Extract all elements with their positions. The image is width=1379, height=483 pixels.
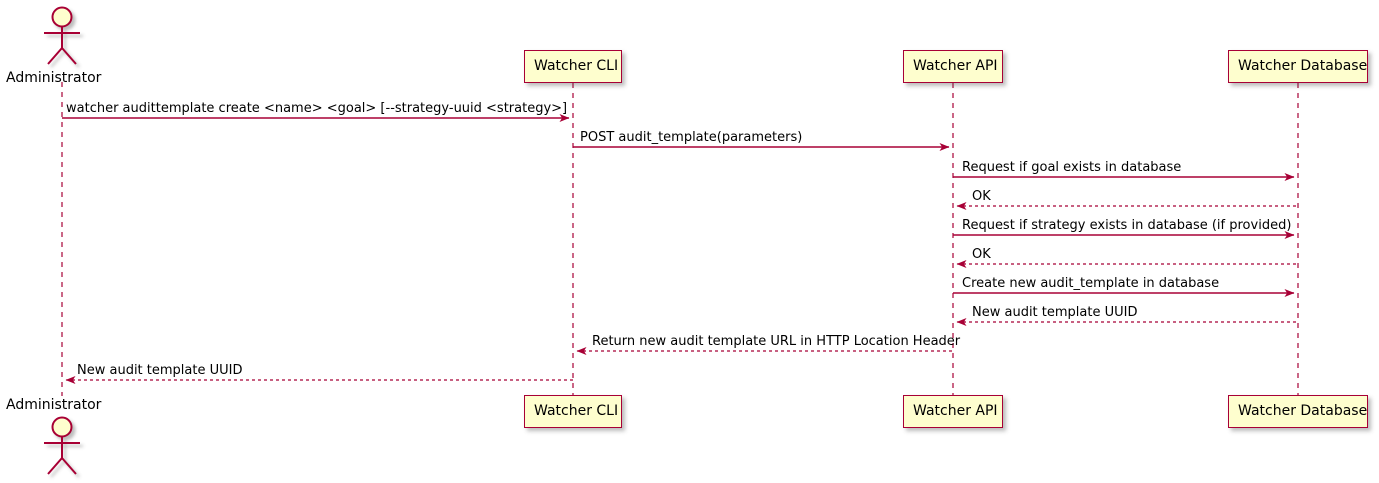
participant-label-watcher-cli-top: Watcher CLI: [534, 58, 619, 74]
message-label-7: Create new audit_template in database: [962, 276, 1220, 291]
message-label-2: POST audit_template(parameters): [580, 130, 803, 145]
message-label-6: OK: [972, 247, 991, 262]
participant-box-watcher-api-top[interactable]: [903, 50, 1003, 83]
lifelines-group: [61, 82, 1299, 396]
participant-label-watcher-database-bottom: Watcher Database: [1238, 403, 1368, 419]
actor-administrator-bottom-icon: [44, 416, 80, 475]
participant-label-watcher-api-top: Watcher API: [913, 58, 998, 74]
message-label-8: New audit template UUID: [972, 305, 1138, 320]
participant-label-watcher-cli-bottom: Watcher CLI: [534, 403, 619, 419]
message-label-3: Request if goal exists in database: [962, 160, 1182, 175]
actor-label-administrator-bottom: Administrator: [6, 397, 102, 413]
message-label-10: New audit template UUID: [77, 363, 243, 378]
message-label-5: Request if strategy exists in database (…: [962, 218, 1292, 233]
participant-box-watcher-api-bottom[interactable]: [903, 395, 1003, 428]
message-label-4: OK: [972, 189, 991, 204]
message-label-9: Return new audit template URL in HTTP Lo…: [592, 334, 961, 349]
participant-box-watcher-cli-top[interactable]: [524, 50, 622, 83]
actor-administrator-top-icon: [44, 6, 80, 65]
messages-group: [62, 114, 1298, 384]
participant-box-watcher-database-top[interactable]: [1228, 50, 1368, 83]
actor-label-administrator-top: Administrator: [6, 70, 102, 86]
participant-box-watcher-cli-bottom[interactable]: [524, 395, 622, 428]
participant-box-watcher-database-bottom[interactable]: [1228, 395, 1368, 428]
message-label-1: watcher audittemplate create <name> <goa…: [66, 101, 568, 116]
participant-label-watcher-api-bottom: Watcher API: [913, 403, 998, 419]
participant-label-watcher-database-top: Watcher Database: [1238, 58, 1368, 74]
